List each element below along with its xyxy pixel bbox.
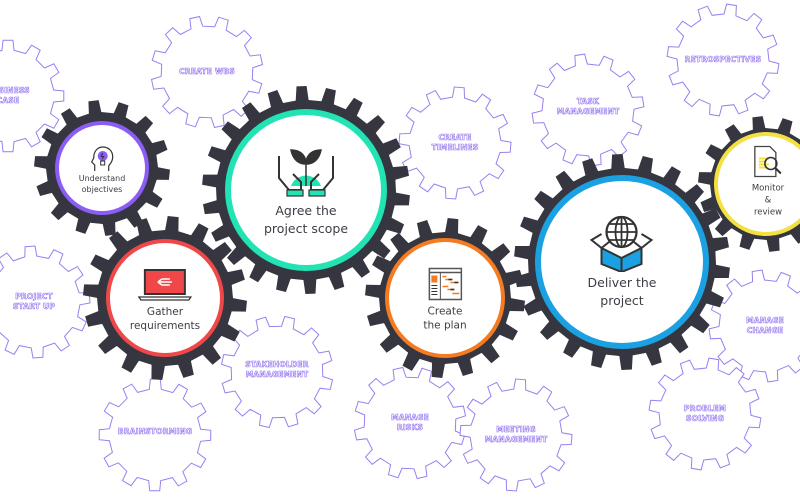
outline-gear [353,366,467,480]
gear-ring-scope [225,109,387,271]
lightbulb-head-icon [91,146,114,171]
outline-label-create-timelines: Create timelines [431,133,479,153]
document-magnifier-icon [754,145,782,178]
outline-label-stakeholder-management: Stakeholder management [245,360,309,380]
outline-gear [220,315,334,429]
outline-label-manage-change: Manage change [746,316,784,336]
step-deliver-the-project: Deliver the project [587,214,657,310]
outline-gear [708,269,800,383]
step-label: Monitor & review [751,183,785,218]
outline-label-retrospectives: Retrospectives [684,55,762,65]
outline-gear [531,53,645,167]
step-monitor-and-review: Monitor & review [751,145,785,219]
step-label: Agree the project scope [263,203,349,236]
outline-gear [0,245,91,359]
step-agree-project-scope: Agree the project scope [264,142,348,238]
step-label: Understand objectives [78,174,126,194]
globe-box-icon [590,215,654,272]
step-create-the-plan: Create the plan [423,267,467,333]
outline-label-problem-solving: Problem solving [683,404,727,424]
outline-label-task-management: Task management [556,97,620,117]
hands-plant-icon [277,149,334,197]
outline-label-create-wbs: Create WBS [179,67,235,77]
outline-gear [459,378,573,492]
outline-label-brainstorming: Brainstorming [117,427,193,437]
outline-gear [666,3,780,117]
outline-gear [648,357,762,471]
outline-gear [0,39,65,153]
step-understand-objectives: Understand objectives [78,145,126,195]
outline-gear [98,378,212,492]
outline-gear [398,86,512,200]
outline-label-manage-risks: Manage risks [391,413,429,433]
gear-ring-understand [55,121,149,215]
laptop-icon [137,269,192,301]
outline-gear [150,15,264,129]
outline-label-project-start-up: Project start up [12,292,56,312]
step-label: Deliver the project [587,275,657,308]
outline-gears-layer [0,3,800,492]
gantt-chart-icon [428,267,462,301]
outline-label-meeting-management: Meeting management [484,425,548,445]
step-gather-requirements: Gather requirements [130,267,200,333]
step-label: Create the plan [423,305,467,332]
step-label: Gather requirements [129,306,201,332]
outline-label-business-case: Business case [0,86,30,106]
gear-ring-monitor [714,132,800,236]
